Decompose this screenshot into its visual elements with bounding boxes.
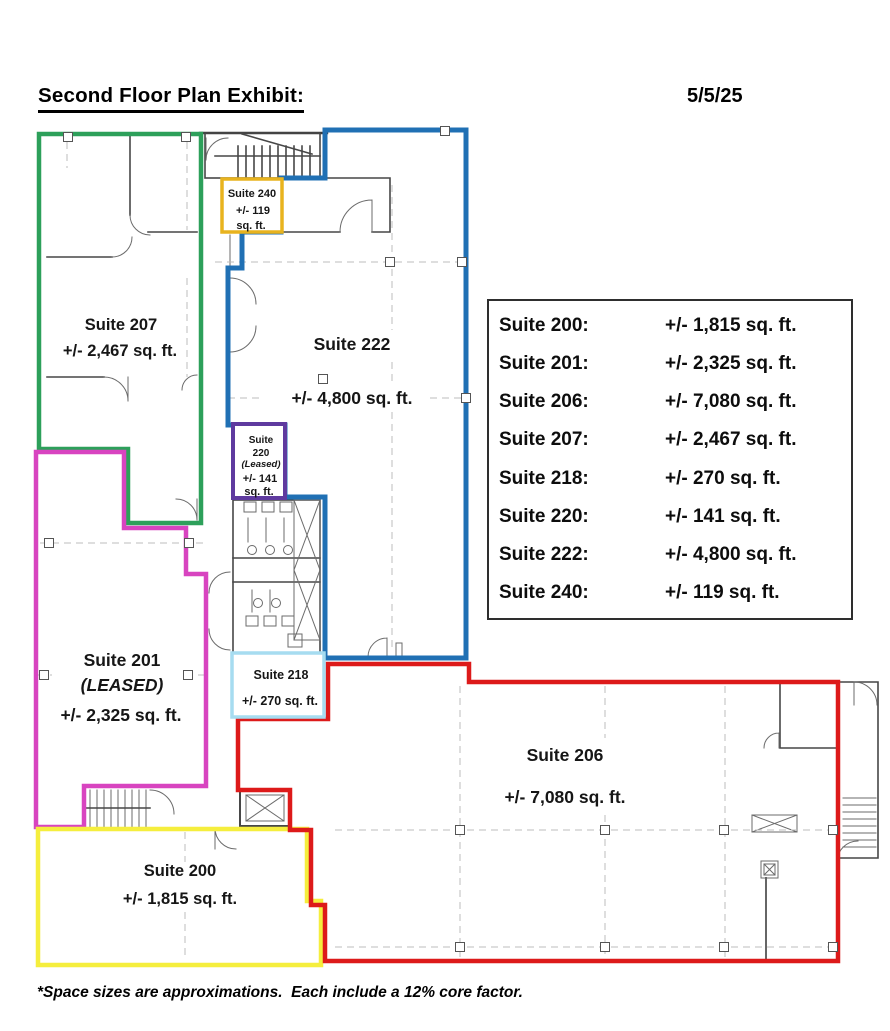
legend-suite-size: +/- 2,325 sq. ft.	[665, 353, 797, 375]
suite-206-outline	[235, 661, 841, 964]
legend-suite-size: +/- 119 sq. ft.	[665, 581, 780, 603]
suite-240-size-line1: +/- 119	[236, 205, 270, 217]
column-grid-markers	[39, 126, 838, 952]
interior-walls	[46, 131, 879, 959]
legend-row: Suite 207: +/- 2,467 sq. ft.	[499, 429, 845, 451]
suite-207-size: +/- 2,467 sq. ft.	[63, 342, 177, 360]
legend-suite-size: +/- 1,815 sq. ft.	[665, 315, 797, 337]
suite-240-name: Suite 240	[228, 188, 276, 200]
legend-suite-label: Suite 206:	[499, 391, 589, 413]
suite-222-name: Suite 222	[314, 334, 391, 354]
legend-row: Suite 201: +/- 2,325 sq. ft.	[499, 353, 845, 375]
suite-240-box	[220, 177, 284, 234]
suite-218-size: +/- 270 sq. ft.	[242, 694, 318, 708]
suite-222-size: +/- 4,800 sq. ft.	[291, 388, 412, 408]
suite-size-legend: Suite 200: +/- 1,815 sq. ft. Suite 201: …	[487, 299, 853, 620]
suite-206-name: Suite 206	[527, 745, 604, 765]
legend-row: Suite 200: +/- 1,815 sq. ft.	[499, 315, 845, 337]
legend-suite-size: +/- 141 sq. ft.	[665, 505, 781, 527]
suite-201-size: +/- 2,325 sq. ft.	[60, 705, 181, 725]
legend-suite-label: Suite 240:	[499, 581, 589, 603]
restroom-fixtures	[243, 501, 303, 648]
legend-suite-size: +/- 4,800 sq. ft.	[665, 543, 797, 565]
legend-row: Suite 222: +/- 4,800 sq. ft.	[499, 544, 845, 566]
suite-labels: Suite 207 +/- 2,467 sq. ft. Suite 222 +/…	[60, 188, 625, 908]
legend-suite-label: Suite 201:	[499, 353, 589, 375]
suite-220-box	[231, 422, 287, 500]
suite-206-size: +/- 7,080 sq. ft.	[504, 787, 625, 807]
legend-suite-label: Suite 220:	[499, 505, 589, 527]
suite-207-outline	[36, 131, 204, 526]
legend-row: Suite 220: +/- 141 sq. ft.	[499, 506, 845, 528]
legend-suite-label: Suite 218:	[499, 467, 589, 489]
suite-outlines	[33, 127, 841, 968]
suite-label-boxes	[220, 177, 326, 719]
legend-suite-size: +/- 2,467 sq. ft.	[665, 429, 797, 451]
footnote: *Space sizes are approximations. Each in…	[37, 984, 523, 1001]
legend-suite-label: Suite 222:	[499, 543, 589, 565]
suite-220-size-line2: sq. ft.	[244, 486, 273, 498]
legend-row: Suite 218: +/- 270 sq. ft.	[499, 468, 845, 490]
suite-207-name: Suite 207	[85, 316, 157, 334]
suite-240-size-line2: sq. ft.	[236, 220, 265, 232]
legend-row: Suite 206: +/- 7,080 sq. ft.	[499, 391, 845, 413]
suite-220-name-line1: Suite	[249, 435, 274, 446]
suite-201-name: Suite 201	[84, 650, 161, 670]
legend-row: Suite 240: +/- 119 sq. ft.	[499, 582, 845, 604]
suite-220-status: (Leased)	[241, 459, 280, 470]
suite-218-name: Suite 218	[254, 668, 309, 682]
page-title: Second Floor Plan Exhibit:	[38, 84, 305, 113]
legend-suite-size: +/- 7,080 sq. ft.	[665, 391, 797, 413]
suite-200-name: Suite 200	[144, 862, 216, 880]
suite-200-size: +/- 1,815 sq. ft.	[123, 890, 237, 908]
legend-suite-size: +/- 270 sq. ft.	[665, 467, 781, 489]
suite-220-size-line1: +/- 141	[243, 473, 278, 485]
legend-suite-label: Suite 207:	[499, 429, 589, 451]
suite-201-outline	[33, 449, 209, 830]
suite-220-name-line2: 220	[253, 448, 270, 459]
legend-suite-label: Suite 200:	[499, 315, 589, 337]
suite-218-box	[230, 651, 326, 719]
suite-201-status: (LEASED)	[81, 675, 164, 695]
exhibit-date: 5/5/25	[687, 85, 743, 107]
